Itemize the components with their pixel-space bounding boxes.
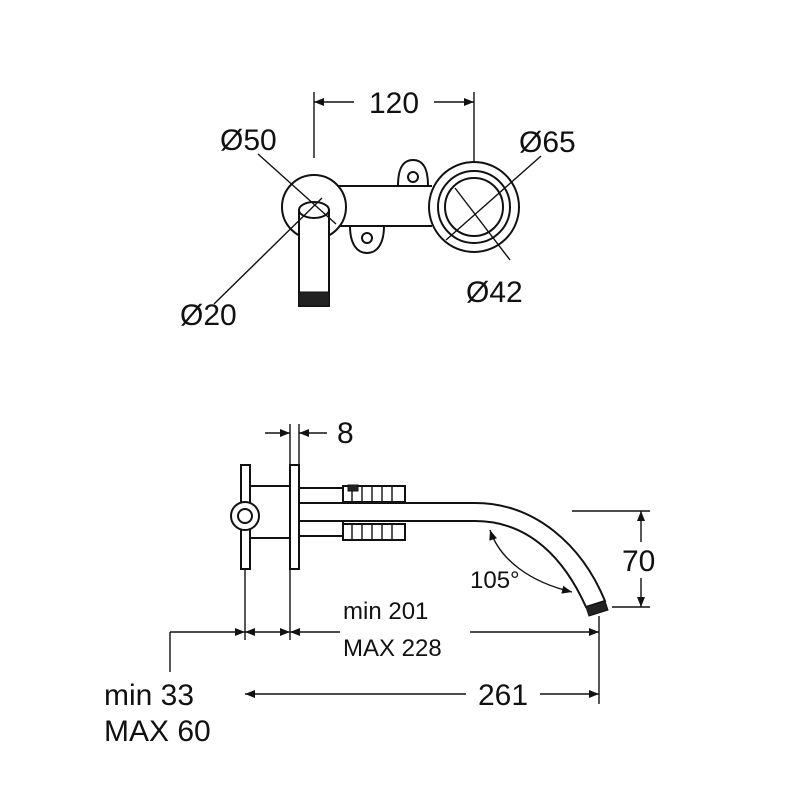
label-8: 8 [337,417,354,450]
mounting-ear-bottom [349,225,385,255]
label-d42: Ø42 [466,276,523,309]
handle-knob [444,177,504,237]
valve-pin [347,484,359,492]
handle-knob-side [230,501,260,531]
label-max-228: MAX 228 [343,635,442,662]
label-105: 105° [470,567,520,594]
side-view: 8 70 105° min 201 MAX 228 261 min 33 MAX… [104,417,655,748]
mounting-hole-top [407,171,419,183]
label-d65: Ø65 [519,126,576,159]
spout-outlet [298,291,330,307]
leader-d50 [257,153,337,225]
label-70: 70 [622,545,655,578]
leader-d65 [445,155,542,241]
leader-d42 [454,187,511,261]
label-max-60: MAX 60 [104,715,211,748]
right-plate [428,161,520,253]
label-min-201: min 201 [343,598,428,625]
spout-body [298,502,607,609]
label-d20: Ø20 [180,299,237,332]
label-d50: Ø50 [220,124,277,157]
spout-stub [298,209,330,307]
right-plate-inner [437,170,511,244]
top-view: 120 Ø50 Ø65 Ø42 Ø20 [180,87,576,332]
handle-knob-center [237,508,253,524]
angle-arc-105 [489,529,573,594]
spout-outlet-side [585,600,609,617]
label-120: 120 [369,87,419,120]
cartridge-knurl [351,486,393,540]
leader-d20 [213,197,323,305]
mounting-ear-top [397,158,429,187]
wall-plate [289,464,300,570]
label-min-33: min 33 [104,679,194,712]
body-bar [338,185,432,227]
mounting-hole-bottom [361,232,373,244]
valve-cartridge-bottom [342,523,406,541]
label-261: 261 [478,679,528,712]
